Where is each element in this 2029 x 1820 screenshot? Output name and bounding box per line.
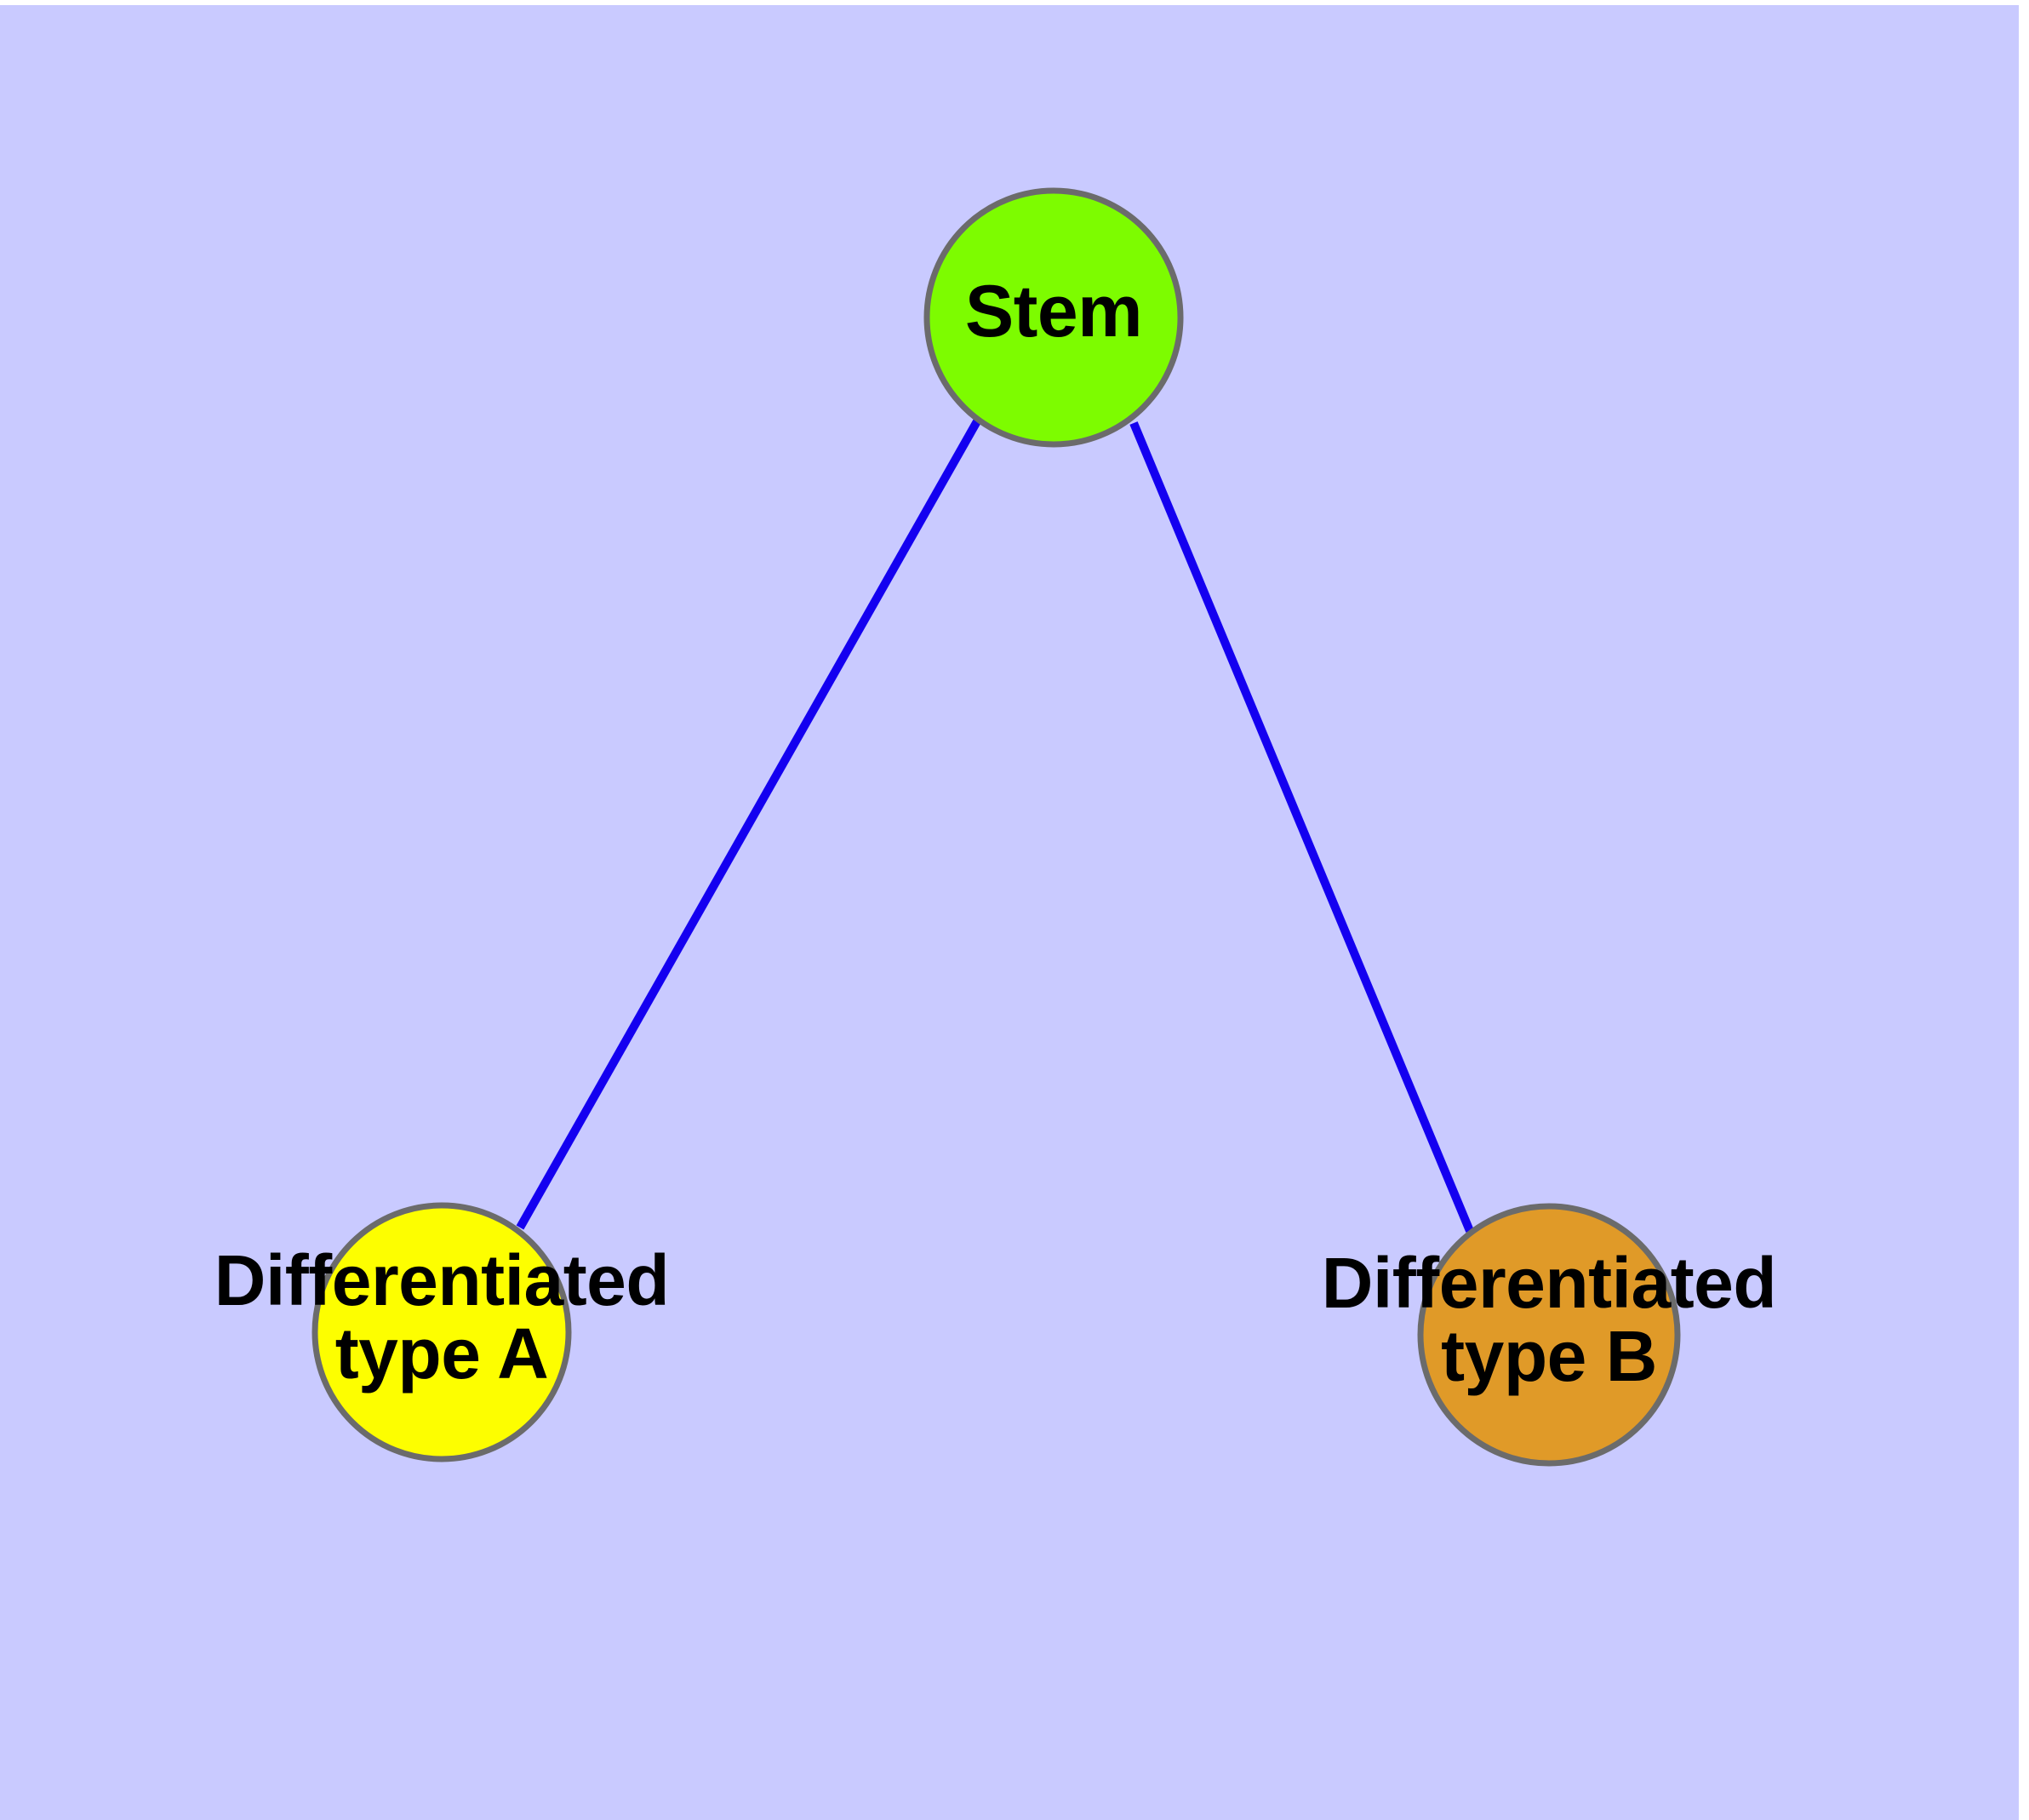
- node-differentiated-type-a[interactable]: [311, 1202, 572, 1462]
- edge-stem-to-differentiated-type-b: [1129, 421, 1474, 1233]
- node-stem[interactable]: [923, 187, 1184, 448]
- edge-layer: [516, 419, 1474, 1233]
- node-differentiated-type-b[interactable]: [1417, 1203, 1681, 1467]
- node-layer: [311, 187, 1681, 1467]
- edge-stem-to-differentiated-type-a: [516, 419, 981, 1230]
